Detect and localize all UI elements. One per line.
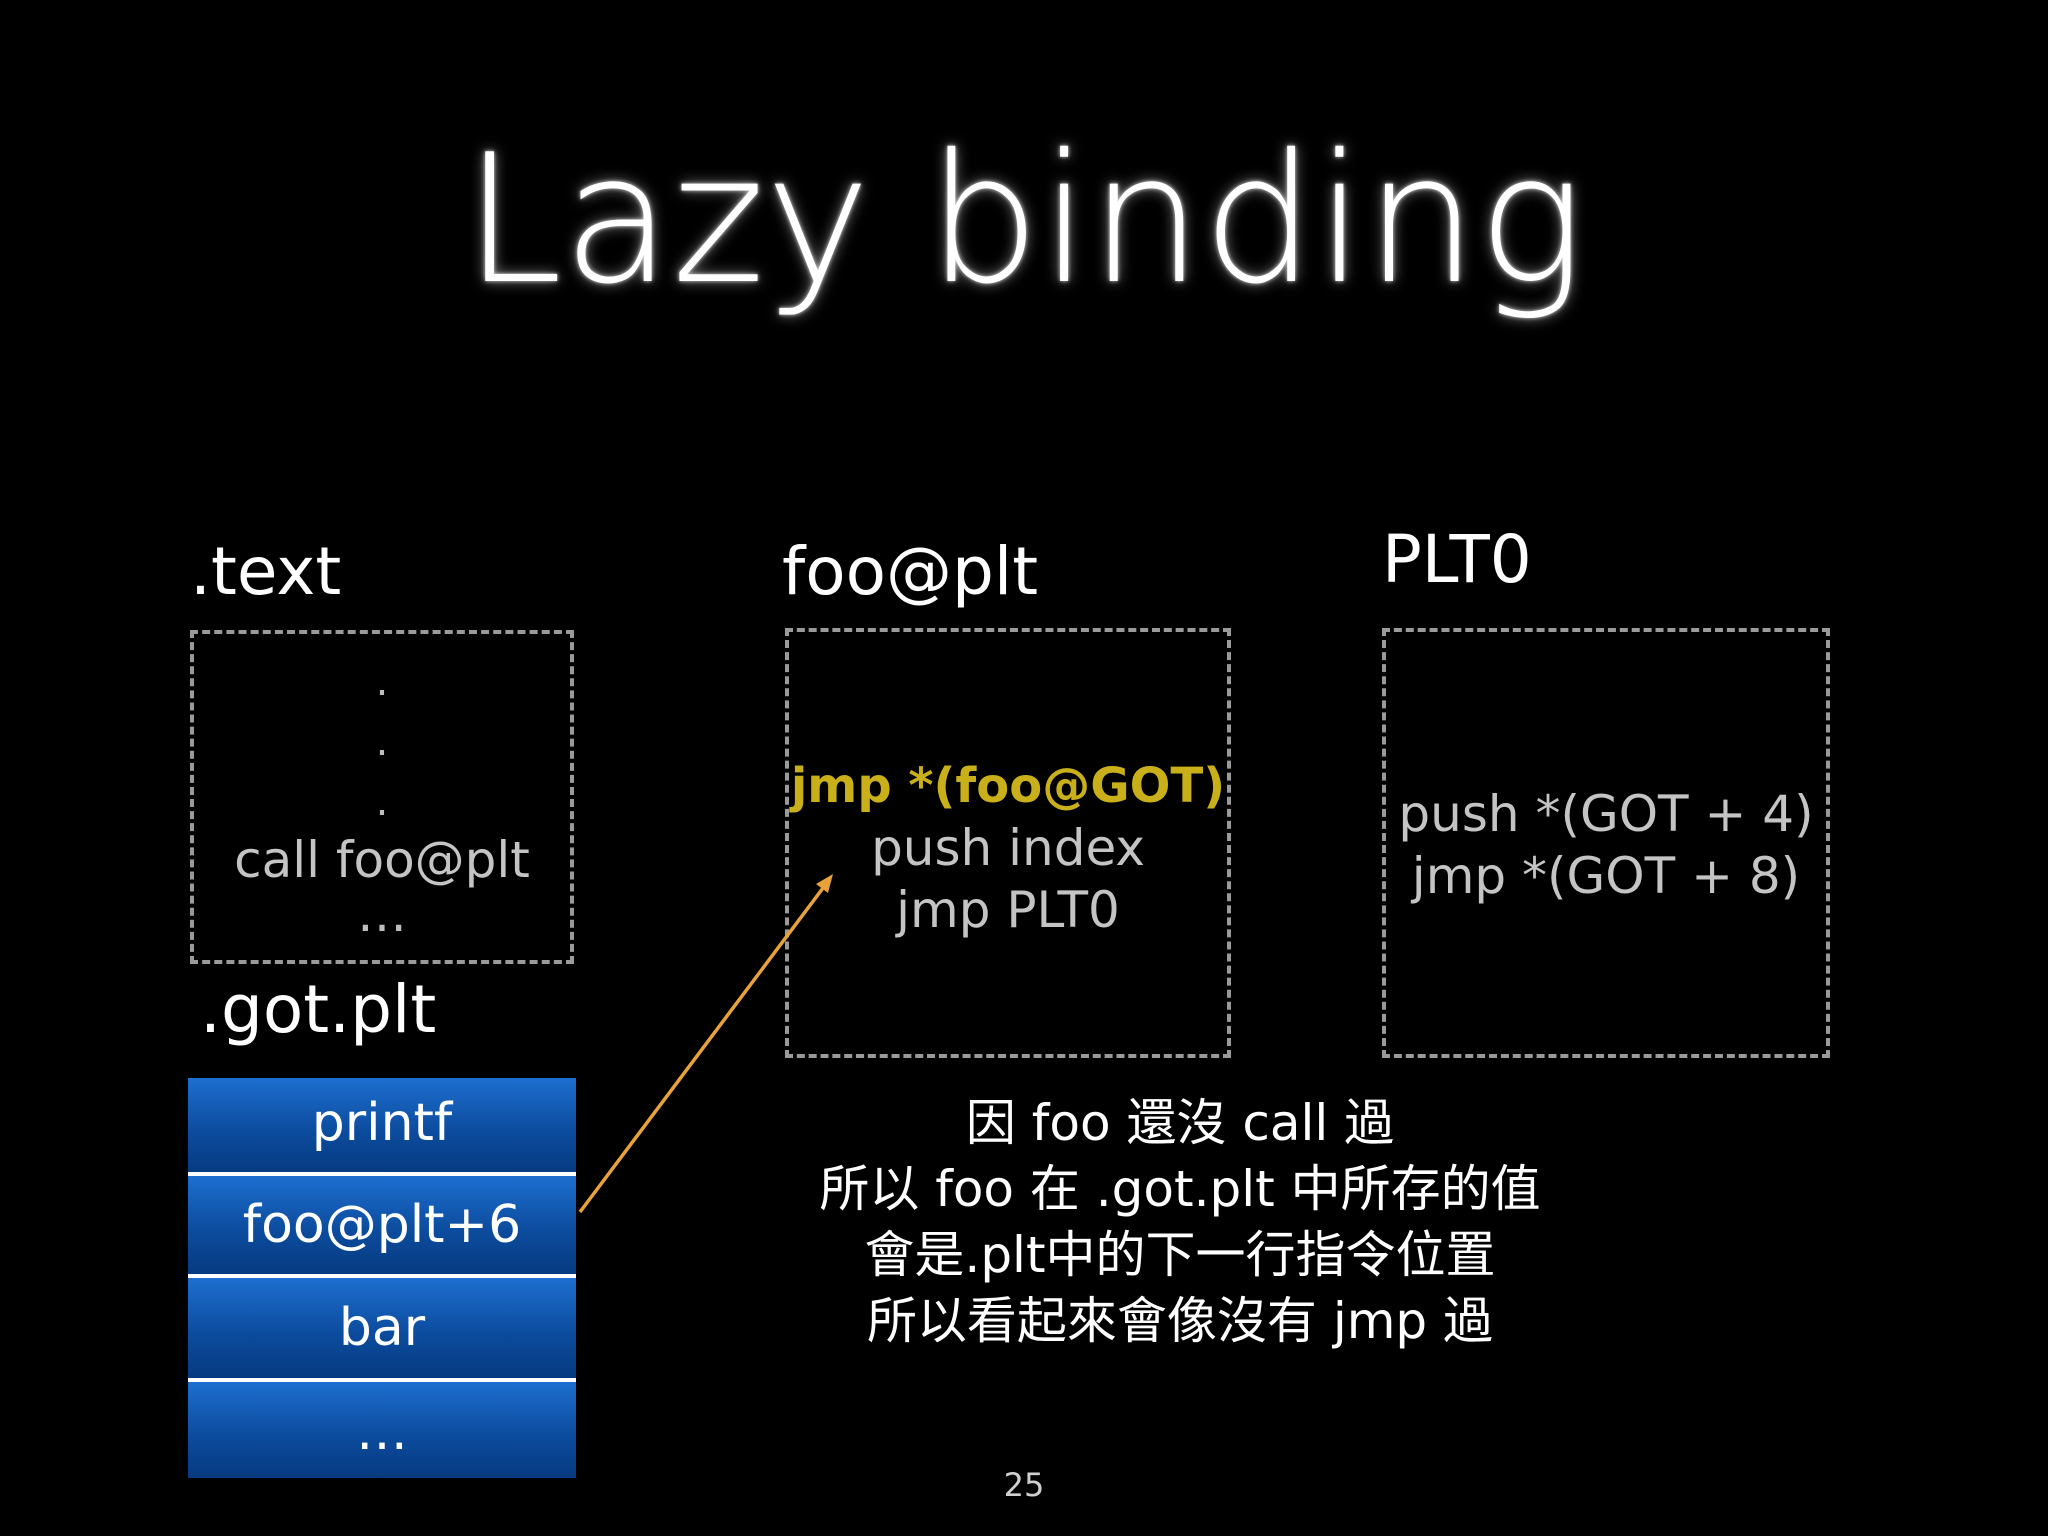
note-line: 所以 foo 在 .got.plt 中所存的值 xyxy=(819,1160,1541,1218)
foo-plt-label: foo@plt xyxy=(782,533,1039,610)
note-line: 因 foo 還沒 call 過 xyxy=(965,1094,1395,1152)
plt0-jmp-got: jmp *(GOT + 8) xyxy=(1411,847,1801,905)
got-entry-ellipsis: … xyxy=(188,1382,576,1478)
plt0-label: PLT0 xyxy=(1382,521,1532,598)
text-call-line: call foo@plt xyxy=(234,831,530,889)
plt0-box: push *(GOT + 4) jmp *(GOT + 8) xyxy=(1382,628,1830,1058)
note-line: 會是.plt中的下一行指令位置 xyxy=(864,1226,1496,1284)
slide-title: Lazy binding xyxy=(463,116,1585,323)
text-section-label: .text xyxy=(190,533,342,610)
explanation-note: 因 foo 還沒 call 過 所以 foo 在 .got.plt 中所存的值 … xyxy=(700,1090,1660,1354)
got-separator xyxy=(188,1378,576,1382)
text-dot-3: . xyxy=(375,779,389,825)
foo-plt-box: jmp *(foo@GOT) push index jmp PLT0 xyxy=(785,628,1231,1058)
got-entry-printf: printf xyxy=(188,1078,576,1174)
got-entry-bar: bar xyxy=(188,1278,576,1378)
foo-plt-jmp-plt0: jmp PLT0 xyxy=(896,881,1120,939)
foo-plt-jmp-got: jmp *(foo@GOT) xyxy=(790,758,1226,814)
text-ellipsis: … xyxy=(357,885,407,943)
text-section-box: . . . call foo@plt … xyxy=(190,630,574,964)
plt0-push-got: push *(GOT + 4) xyxy=(1398,785,1814,843)
got-separator xyxy=(188,1274,576,1278)
foo-plt-push-index: push index xyxy=(871,819,1145,877)
text-dot-2: . xyxy=(375,719,389,765)
note-line: 所以看起來會像沒有 jmp 過 xyxy=(866,1292,1494,1350)
got-separator xyxy=(188,1172,576,1176)
text-dot-1: . xyxy=(375,659,389,705)
got-plt-label: .got.plt xyxy=(200,971,437,1048)
got-plt-table: printf foo@plt+6 bar … xyxy=(188,1078,576,1478)
got-entry-foo: foo@plt+6 xyxy=(188,1176,576,1274)
page-number: 25 xyxy=(1003,1466,1045,1504)
